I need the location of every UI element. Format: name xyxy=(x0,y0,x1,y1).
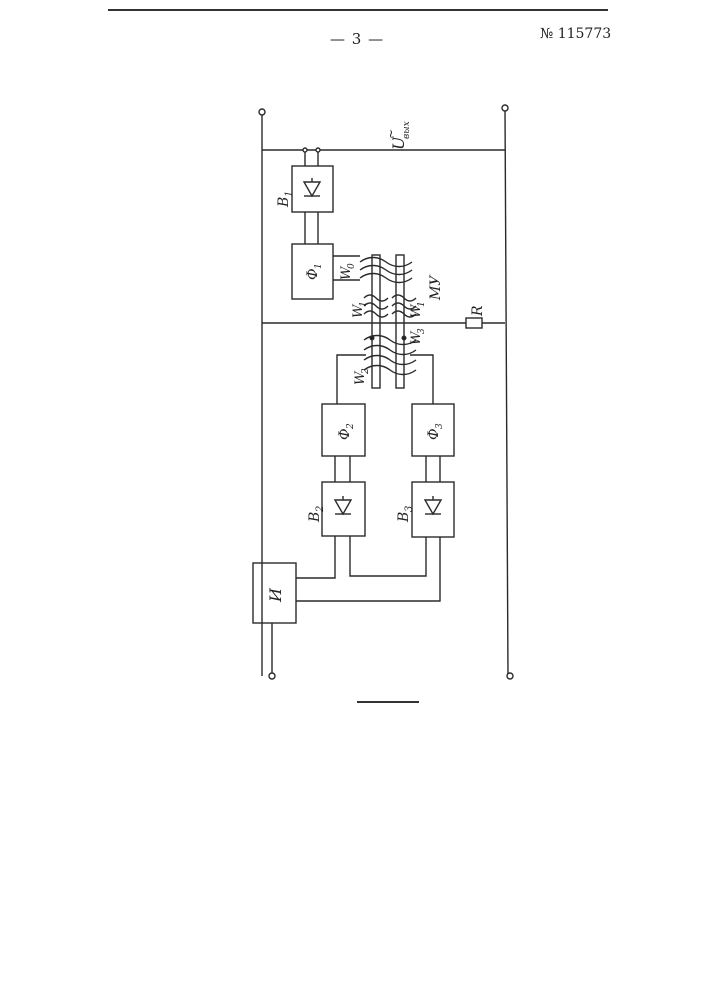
svg-text:Ф: Ф xyxy=(426,428,442,440)
label-w1-left: W 1 xyxy=(351,301,369,318)
svg-text:МУ: МУ xyxy=(428,275,444,301)
svg-text:Ф: Ф xyxy=(337,428,353,440)
label-b2: B 2 xyxy=(307,506,326,523)
svg-text:B: B xyxy=(396,512,412,523)
label-resistor: R xyxy=(470,305,486,317)
label-w0: W 0 xyxy=(339,263,357,280)
svg-text:0: 0 xyxy=(347,263,357,269)
svg-text:2: 2 xyxy=(361,368,371,375)
label-b1: B 1 xyxy=(276,191,295,208)
label-b3: B 3 xyxy=(396,506,415,523)
end-rule xyxy=(357,701,419,703)
svg-text:И: И xyxy=(266,587,285,603)
svg-text:1: 1 xyxy=(417,301,427,307)
label-f3: Ф 3 xyxy=(426,423,445,440)
label-w3: W 3 xyxy=(409,328,427,345)
label-f2: Ф 2 xyxy=(337,423,356,440)
output-voltage-label: U вых ~ xyxy=(384,121,412,150)
svg-text:Ф: Ф xyxy=(305,268,321,280)
svg-text:2: 2 xyxy=(315,506,326,513)
svg-text:1: 1 xyxy=(359,301,369,307)
label-w2: W 2 xyxy=(353,368,371,385)
label-u: И xyxy=(266,587,285,603)
svg-text:вых: вых xyxy=(402,121,412,139)
label-w1-right: W 1 xyxy=(409,301,427,318)
svg-text:3: 3 xyxy=(404,506,415,512)
svg-text:1: 1 xyxy=(284,191,295,197)
label-amplifier: МУ xyxy=(428,275,444,301)
svg-text:B: B xyxy=(276,197,292,208)
svg-text:~: ~ xyxy=(384,129,398,139)
svg-text:3: 3 xyxy=(435,423,445,429)
svg-text:B: B xyxy=(307,512,323,523)
svg-text:1: 1 xyxy=(314,263,324,269)
label-f1: Ф 1 xyxy=(305,263,324,280)
svg-text:3: 3 xyxy=(417,328,427,334)
svg-text:R: R xyxy=(470,305,486,317)
svg-text:2: 2 xyxy=(346,423,356,430)
